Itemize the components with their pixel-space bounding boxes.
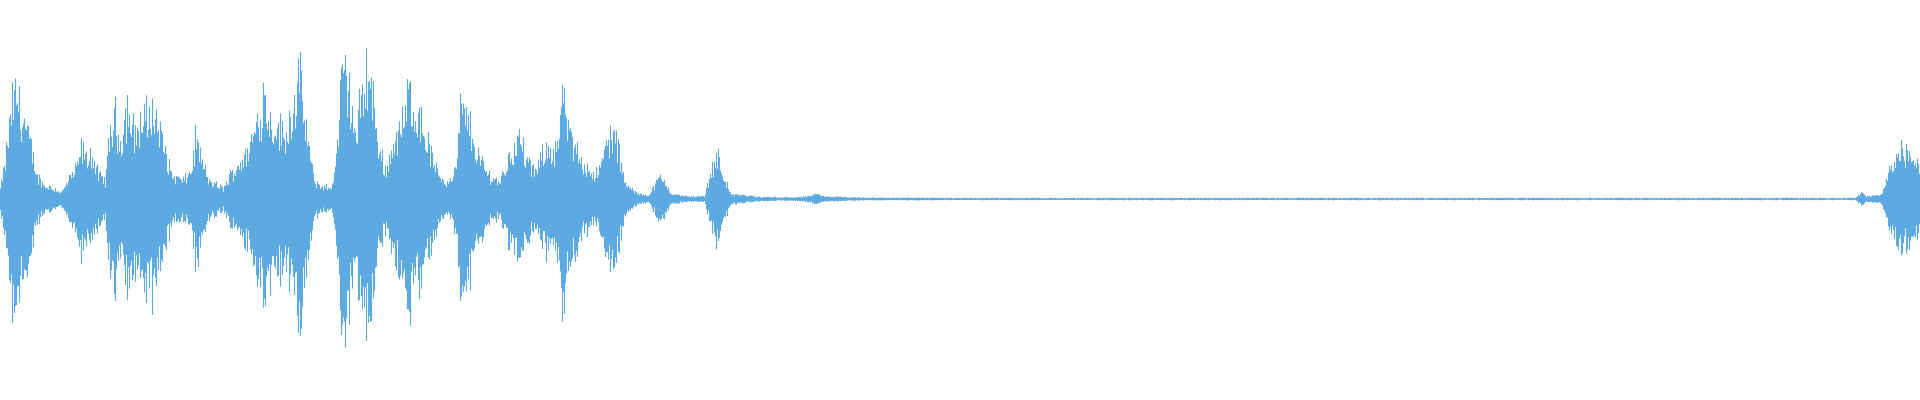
waveform-samples bbox=[0, 48, 1920, 349]
